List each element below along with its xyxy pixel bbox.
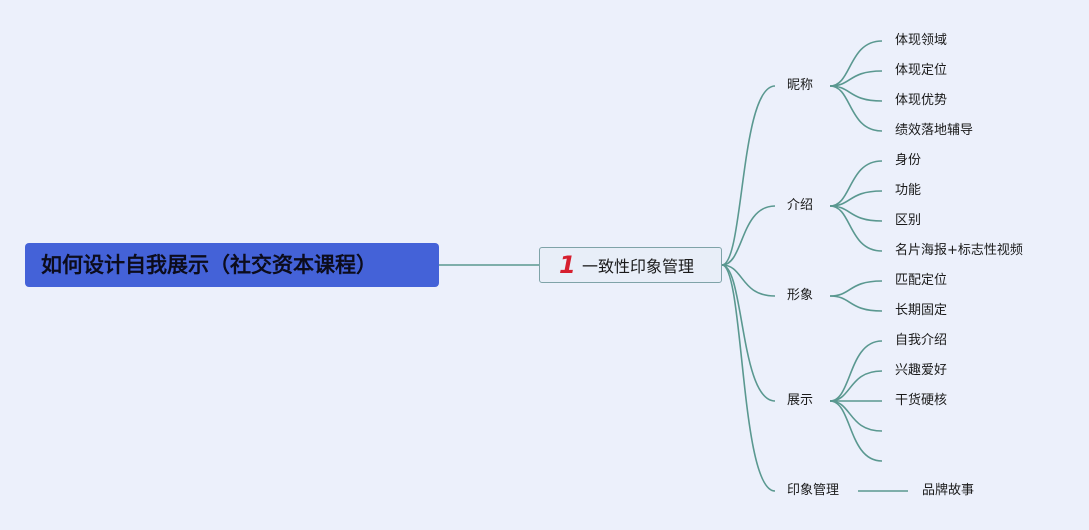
main-topic-label: 一致性印象管理: [582, 257, 695, 276]
leaf-label[interactable]: 名片海报+标志性视频: [895, 243, 1023, 258]
main-topic[interactable]: 1 一致性印象管理: [539, 247, 722, 283]
leaf-connector: [829, 205, 883, 252]
leaf-connector: [829, 400, 883, 462]
leaf-connector: [829, 40, 883, 87]
branch-connector: [721, 85, 776, 266]
leaf-label[interactable]: 身份: [895, 153, 922, 168]
root-topic-label: 如何设计自我展示（社交资本课程）: [41, 253, 377, 277]
branch-connector: [721, 264, 776, 297]
leaf-label[interactable]: 体现领域: [895, 33, 948, 48]
leaf-connector: [829, 85, 883, 132]
leaf-connector: [829, 160, 883, 207]
leaf-label[interactable]: 匹配定位: [895, 273, 948, 288]
leaf-connector: [829, 370, 883, 402]
branch-connector: [721, 264, 776, 492]
leaf-label[interactable]: 干货硬核: [895, 393, 948, 408]
branch-label-image[interactable]: 形象: [787, 288, 814, 303]
leaf-connector: [829, 340, 883, 402]
branch-connector: [721, 264, 776, 402]
leaf-label[interactable]: 自我介绍: [895, 333, 948, 348]
leaf-label[interactable]: 品牌故事: [922, 483, 975, 498]
leaf-label[interactable]: 体现优势: [895, 93, 948, 108]
root-topic[interactable]: 如何设计自我展示（社交资本课程）: [25, 243, 439, 287]
leaf-label[interactable]: 长期固定: [895, 303, 948, 318]
leaf-label[interactable]: 兴趣爱好: [895, 363, 948, 378]
leaf-label[interactable]: 区别: [895, 213, 922, 228]
branch-label-impression[interactable]: 印象管理: [787, 483, 840, 498]
leaf-connector: [829, 295, 883, 312]
leaf-label[interactable]: 绩效落地辅导: [895, 123, 974, 138]
branch-label-intro[interactable]: 介绍: [787, 198, 814, 213]
branch-connector: [721, 205, 776, 266]
branch-label-showcase[interactable]: 展示: [787, 393, 814, 408]
leaf-label[interactable]: 体现定位: [895, 63, 948, 78]
priority-number-badge: 1: [559, 251, 576, 279]
leaf-label[interactable]: 功能: [895, 183, 922, 198]
branch-label-nickname[interactable]: 昵称: [787, 78, 814, 93]
leaf-connector: [829, 280, 883, 297]
leaf-connector: [829, 400, 883, 432]
